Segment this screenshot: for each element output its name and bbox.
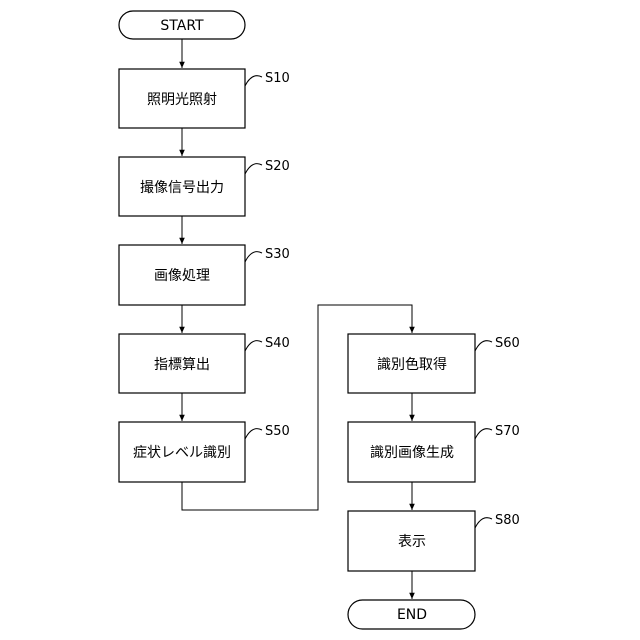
step-label: 識別画像生成 <box>370 445 454 461</box>
step-label: 表示 <box>398 534 426 550</box>
process-step-s70: 識別画像生成 S70 <box>348 422 520 482</box>
end-label: END <box>397 607 427 623</box>
step-label: 照明光照射 <box>147 92 217 108</box>
process-step-s30: 画像処理 S30 <box>119 245 290 305</box>
step-label: 指標算出 <box>154 357 210 373</box>
step-id: S40 <box>265 336 290 351</box>
step-id: S20 <box>265 159 290 174</box>
step-id-leader <box>245 164 262 174</box>
process-step-s50: 症状レベル識別 S50 <box>119 422 290 482</box>
step-id-leader <box>475 518 492 528</box>
step-id-leader <box>245 76 262 86</box>
step-id: S10 <box>265 71 290 86</box>
process-step-s40: 指標算出 S40 <box>119 334 290 393</box>
start-terminator: START <box>119 11 245 39</box>
step-id-leader <box>245 252 262 262</box>
step-id: S80 <box>495 513 520 528</box>
process-step-s20: 撮像信号出力 S20 <box>119 157 290 216</box>
step-id-leader <box>245 341 262 351</box>
step-id: S60 <box>495 336 520 351</box>
step-id-leader <box>475 429 492 439</box>
start-label: START <box>160 18 204 34</box>
step-label: 識別色取得 <box>377 356 447 373</box>
step-id: S30 <box>265 247 290 262</box>
end-terminator: END <box>348 600 475 629</box>
step-label: 撮像信号出力 <box>140 179 224 196</box>
step-id-leader <box>475 341 492 351</box>
step-id: S50 <box>265 424 290 439</box>
step-label: 症状レベル識別 <box>133 445 231 461</box>
step-id-leader <box>245 429 262 439</box>
process-step-s10: 照明光照射 S10 <box>119 69 290 128</box>
process-step-s80: 表示 S80 <box>348 511 520 571</box>
step-id: S70 <box>495 424 520 439</box>
step-label: 画像処理 <box>154 268 210 284</box>
process-step-s60: 識別色取得 S60 <box>348 334 520 393</box>
